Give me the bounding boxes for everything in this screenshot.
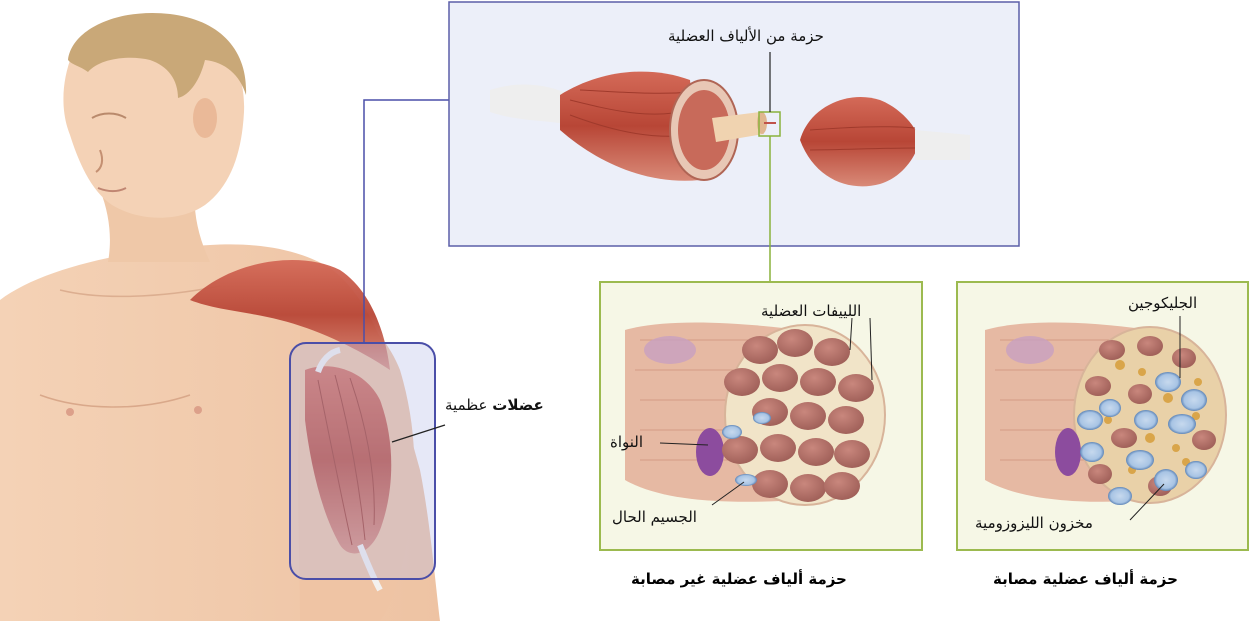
label-muscle-fiber-bundle: حزمة من الألياف العضلية: [668, 27, 824, 45]
label-nucleus: النواة: [610, 433, 643, 451]
label-lysosome: الجسيم الحال: [612, 508, 697, 526]
label-myofibrils: اللييفات العضلية: [761, 302, 861, 320]
caption-unaffected-bundle: حزمة ألياف عضلية غير مصابة: [631, 570, 847, 588]
arm-highlight-box: [290, 343, 435, 579]
label-skeletal-muscles-bold: عضلات: [492, 396, 544, 414]
label-skeletal-muscles-rest: عظمية: [445, 396, 492, 414]
affected-fiber-panel: [957, 282, 1248, 550]
label-lysosomal-store: مخزون الليزوزومية: [975, 514, 1093, 532]
caption-affected-bundle: حزمة ألياف عضلية مصابة: [993, 570, 1178, 588]
label-glycogen: الجليكوجين: [1128, 294, 1197, 312]
arm-connector-line: [364, 100, 449, 343]
label-skeletal-muscles: عضلات عظمية: [445, 396, 544, 414]
